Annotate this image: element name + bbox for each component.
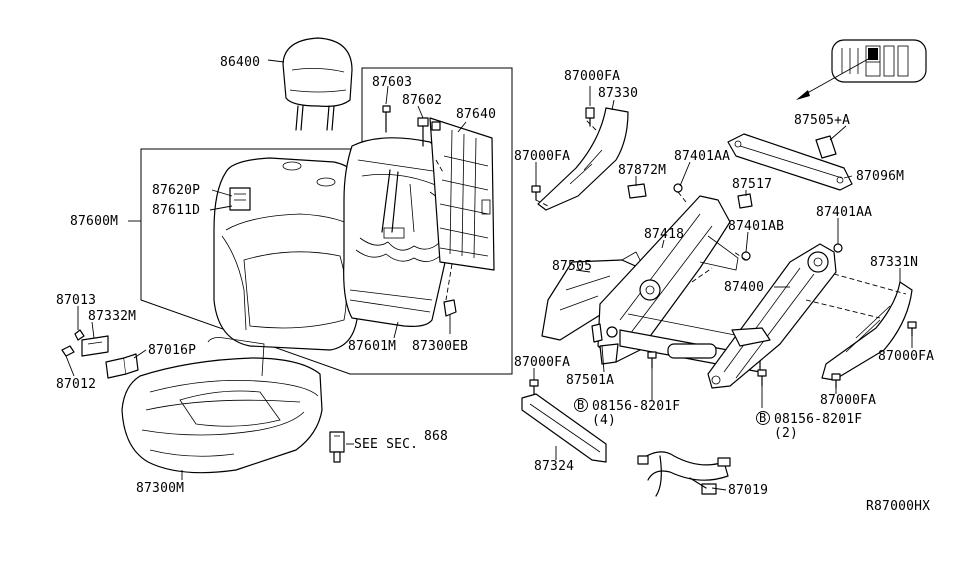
seatback-trim-part bbox=[213, 157, 363, 351]
rail-part bbox=[727, 133, 853, 191]
label-cushion-clip: 87300EB bbox=[412, 339, 468, 354]
inner-finisher-part bbox=[541, 251, 643, 341]
outer-finisher-part bbox=[537, 107, 629, 211]
screw-small-part bbox=[61, 345, 75, 357]
label-side-cover: 87331N bbox=[870, 255, 918, 270]
side-cover-part bbox=[821, 281, 913, 381]
label-rail: 87096M bbox=[856, 169, 904, 184]
label-screw-left: 87000FA bbox=[514, 149, 570, 164]
label-bolt-one-qty: (4) bbox=[592, 413, 616, 428]
label-back-pad: 87620P bbox=[152, 183, 200, 198]
back-board-part bbox=[429, 117, 495, 271]
label-inner-finisher: 87505 bbox=[552, 259, 592, 274]
label-screw-bottom: 87000FA bbox=[820, 393, 876, 408]
label-bolt-two-qty: (2) bbox=[774, 426, 798, 441]
label-adjuster: 87400 bbox=[724, 280, 764, 295]
screw-left-part bbox=[531, 185, 541, 201]
harness-part bbox=[637, 451, 731, 497]
label-spacer: 87872M bbox=[618, 163, 666, 178]
screw-lower-part bbox=[529, 379, 539, 395]
spacer-part bbox=[627, 183, 647, 199]
cushion-clip-part bbox=[443, 299, 457, 334]
label-see-sec: SEE SEC. bbox=[354, 437, 418, 452]
bolt-right-part bbox=[833, 243, 843, 253]
bolt-two-marker: B bbox=[759, 411, 766, 425]
nut-part bbox=[74, 329, 85, 341]
bolt-one-callout: B 08156-8201F (4) bbox=[574, 398, 680, 428]
front-cover-part bbox=[521, 393, 607, 463]
locator-icon bbox=[796, 39, 927, 100]
cover-a-part bbox=[815, 135, 837, 159]
label-lever: 87418 bbox=[644, 227, 684, 242]
label-finisher-pad: 87016P bbox=[148, 343, 196, 358]
label-bolt-one-code: 08156-8201F bbox=[592, 399, 680, 414]
labels: 86400 87603 87602 87640 87620P 87611D 87… bbox=[56, 55, 934, 514]
label-headrest: 86400 bbox=[220, 55, 260, 70]
bracket-part bbox=[591, 323, 619, 365]
label-cap: 87517 bbox=[732, 177, 772, 192]
bolt-one-marker: B bbox=[577, 398, 584, 412]
adjuster-right-part bbox=[707, 243, 837, 389]
label-bolt-right: 87401AA bbox=[816, 205, 872, 220]
label-back-assembly: 87600M bbox=[70, 214, 118, 229]
label-screw-right: 87000FA bbox=[878, 349, 934, 364]
trim-pin-part bbox=[382, 105, 391, 133]
label-back-trim: 87611D bbox=[152, 203, 200, 218]
screw-bottom-part bbox=[831, 373, 841, 389]
assembly-lines bbox=[435, 119, 907, 319]
label-diagram-code: R87000HX bbox=[866, 499, 930, 514]
seat-cushion-part bbox=[121, 337, 323, 474]
label-bolt-ab: 87401AB bbox=[728, 219, 784, 234]
label-screw-top: 87000FA bbox=[564, 69, 620, 84]
clip-part bbox=[417, 117, 441, 147]
label-screw-lower: 87000FA bbox=[514, 355, 570, 370]
screw-right-part bbox=[907, 321, 917, 337]
label-back-frame: 87601M bbox=[348, 339, 396, 354]
bolt-two-part bbox=[757, 369, 767, 387]
label-front-cover: 87324 bbox=[534, 459, 574, 474]
headrest-part bbox=[282, 37, 353, 131]
bolt-two-callout: B 08156-8201F (2) bbox=[756, 411, 862, 441]
label-trim-pin: 87603 bbox=[372, 75, 412, 90]
finisher-pad-part bbox=[105, 353, 139, 379]
label-knob: 87332M bbox=[88, 309, 136, 324]
knob-part bbox=[81, 335, 109, 357]
label-back-board: 87640 bbox=[456, 107, 496, 122]
label-nut: 87013 bbox=[56, 293, 96, 308]
bolt-ab-part bbox=[741, 251, 751, 261]
label-cushion-assembly: 87300M bbox=[136, 481, 184, 496]
label-harness: 87019 bbox=[728, 483, 768, 498]
label-clip: 87602 bbox=[402, 93, 442, 108]
label-outer-finisher: 87330 bbox=[598, 86, 638, 101]
label-see-sec-number: 868 bbox=[424, 429, 448, 444]
label-bolt-two-code: 08156-8201F bbox=[774, 412, 862, 427]
label-bracket: 87501A bbox=[566, 373, 614, 388]
seatback-frame-part bbox=[343, 137, 454, 327]
cap-part bbox=[737, 193, 753, 209]
bolt-one-part bbox=[647, 351, 657, 369]
seatback-group-box bbox=[140, 67, 513, 375]
buckle-part bbox=[329, 431, 345, 463]
label-bolt-mid: 87401AA bbox=[674, 149, 730, 164]
label-cover-a: 87505+A bbox=[794, 113, 850, 128]
leader-lines bbox=[65, 59, 913, 491]
label-screw-small: 87012 bbox=[56, 377, 96, 392]
